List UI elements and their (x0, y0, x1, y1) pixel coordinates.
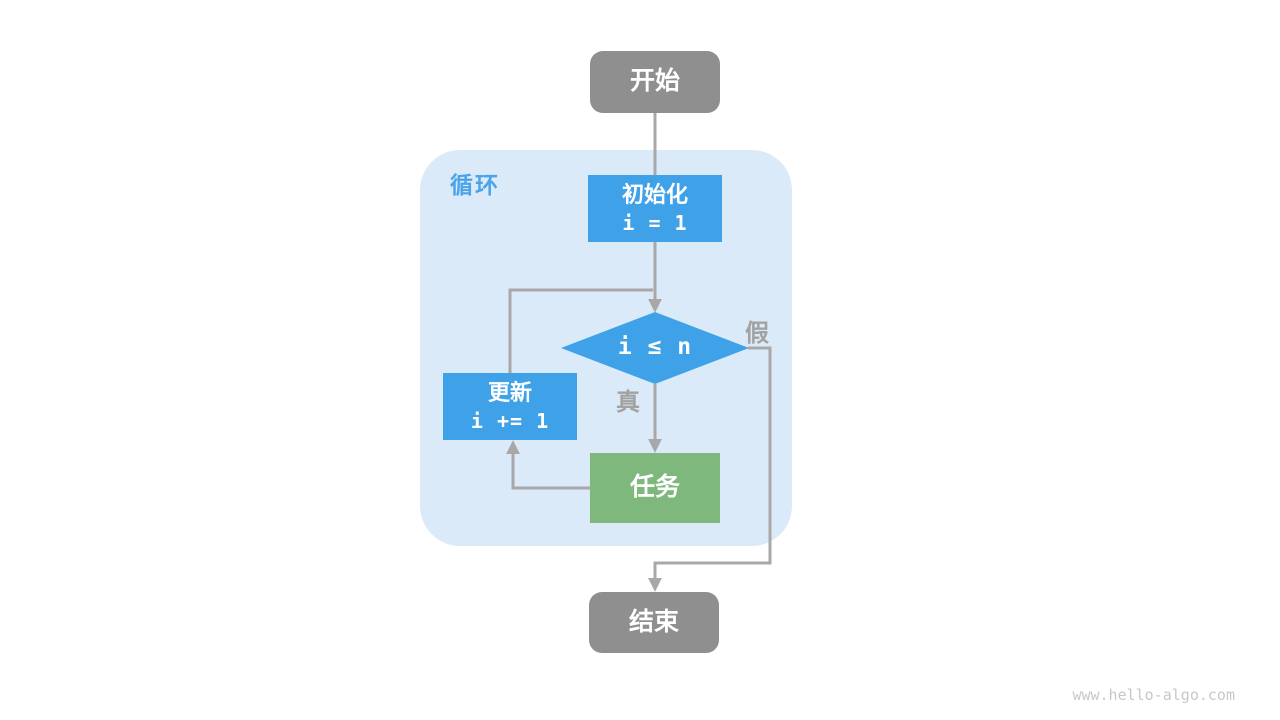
condition-node-code: i ≤ n (617, 334, 693, 361)
watermark-text: www.hello-algo.com (1072, 686, 1235, 704)
task-node-label: 任务 (629, 473, 680, 502)
init-node-label: 初始化 (621, 182, 688, 208)
true-branch-label: 真 (616, 389, 640, 416)
init-node: 初始化 i = 1 (588, 175, 722, 242)
update-node: 更新 i += 1 (443, 373, 577, 440)
start-node: 开始 (590, 51, 720, 113)
task-node: 任务 (590, 453, 720, 523)
end-node: 结束 (589, 592, 719, 653)
init-node-code: i = 1 (622, 210, 688, 235)
update-node-label: 更新 (487, 380, 532, 406)
loop-container-label: 循环 (450, 172, 500, 198)
false-branch-label: 假 (745, 320, 769, 347)
start-node-label: 开始 (629, 67, 680, 96)
update-node-code: i += 1 (470, 408, 550, 433)
end-node-label: 结束 (628, 607, 679, 636)
